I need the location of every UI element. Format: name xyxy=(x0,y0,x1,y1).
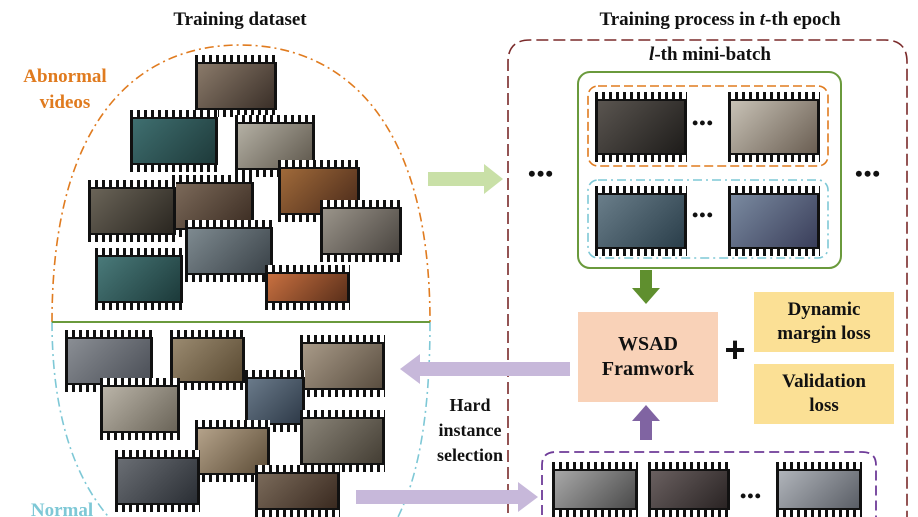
normal-batch-box xyxy=(587,179,829,259)
ellipsis-right: ••• xyxy=(855,161,882,186)
video-frame-thumbnail xyxy=(728,92,820,162)
plus-sign: + xyxy=(724,329,746,370)
val-line-2: loss xyxy=(809,395,839,416)
video-frame-thumbnail xyxy=(95,248,183,310)
video-frame-thumbnail xyxy=(300,410,385,472)
abnormal-ellipse-arc xyxy=(51,44,431,323)
video-frame-thumbnail xyxy=(115,450,200,512)
hard-label-2: instance xyxy=(438,420,502,440)
minibatch-title-l: l xyxy=(649,44,655,65)
video-frame-thumbnail xyxy=(245,370,305,432)
dynamic-margin-loss-box: Dynamic margin loss xyxy=(754,292,894,352)
minibatch-box xyxy=(577,71,842,269)
epoch-title-pre: Training process in xyxy=(599,9,760,30)
hard-label-1: Hard xyxy=(449,395,491,415)
wsad-line-1: WSAD xyxy=(617,333,678,355)
video-frame-thumbnail xyxy=(195,420,270,482)
val-line-1: Validation xyxy=(782,371,866,393)
arrow-to-dataset xyxy=(400,354,570,384)
dml-line-1: Dynamic xyxy=(787,299,861,321)
normal-ellipse-arc xyxy=(51,321,431,517)
hard-label-3: selection xyxy=(437,445,503,465)
epoch-box xyxy=(507,39,908,517)
epoch-title: Training process in t-th epoch xyxy=(560,9,880,32)
arrow-to-minibatch xyxy=(428,164,503,194)
wsad-framework-box: WSAD Framwork xyxy=(578,312,718,402)
training-dataset-title: Training dataset xyxy=(173,9,307,30)
video-frame-thumbnail xyxy=(728,186,820,256)
video-frame-thumbnail xyxy=(552,462,638,517)
video-frame-thumbnail xyxy=(320,200,402,262)
abnormal-batch-box xyxy=(587,85,829,167)
video-frame-thumbnail xyxy=(265,265,350,310)
abnormal-label-1: Abnormal xyxy=(23,66,107,87)
video-frame-thumbnail xyxy=(195,55,277,117)
epoch-title-t: t xyxy=(759,9,766,30)
video-frame-thumbnail xyxy=(170,330,245,390)
video-frame-thumbnail xyxy=(776,462,862,517)
video-frame-thumbnail xyxy=(595,92,687,162)
minibatch-title: l-th mini-batch xyxy=(610,44,810,67)
hard-instance-box xyxy=(541,451,877,517)
arrow-up-wsad xyxy=(632,405,660,440)
ellipsis-normal-batch: ••• xyxy=(692,205,714,225)
video-frame-thumbnail xyxy=(130,110,218,172)
validation-loss-box: Validation loss xyxy=(754,364,894,424)
video-frame-thumbnail xyxy=(648,462,730,517)
arrow-down-wsad xyxy=(632,270,660,304)
normal-label: Normal xyxy=(30,500,94,517)
video-frame-thumbnail xyxy=(595,186,687,256)
dml-line-2: margin loss xyxy=(777,323,871,344)
minibatch-title-post: -th mini-batch xyxy=(654,44,771,65)
ellipsis-abnormal-batch: ••• xyxy=(692,113,714,133)
wsad-line-2: Framwork xyxy=(601,358,695,380)
epoch-title-post: -th epoch xyxy=(765,9,841,30)
video-frame-thumbnail xyxy=(185,220,273,282)
abnormal-label-2: videos xyxy=(39,92,91,113)
arrow-to-hard-box xyxy=(356,482,538,512)
video-frame-thumbnail xyxy=(300,335,385,397)
video-frame-thumbnail xyxy=(88,180,176,242)
ellipsis-left: ••• xyxy=(528,161,555,186)
video-frame-thumbnail xyxy=(255,465,340,517)
video-frame-thumbnail xyxy=(100,378,180,440)
ellipsis-hard-batch: ••• xyxy=(740,486,762,506)
video-frame-thumbnail xyxy=(65,330,153,392)
